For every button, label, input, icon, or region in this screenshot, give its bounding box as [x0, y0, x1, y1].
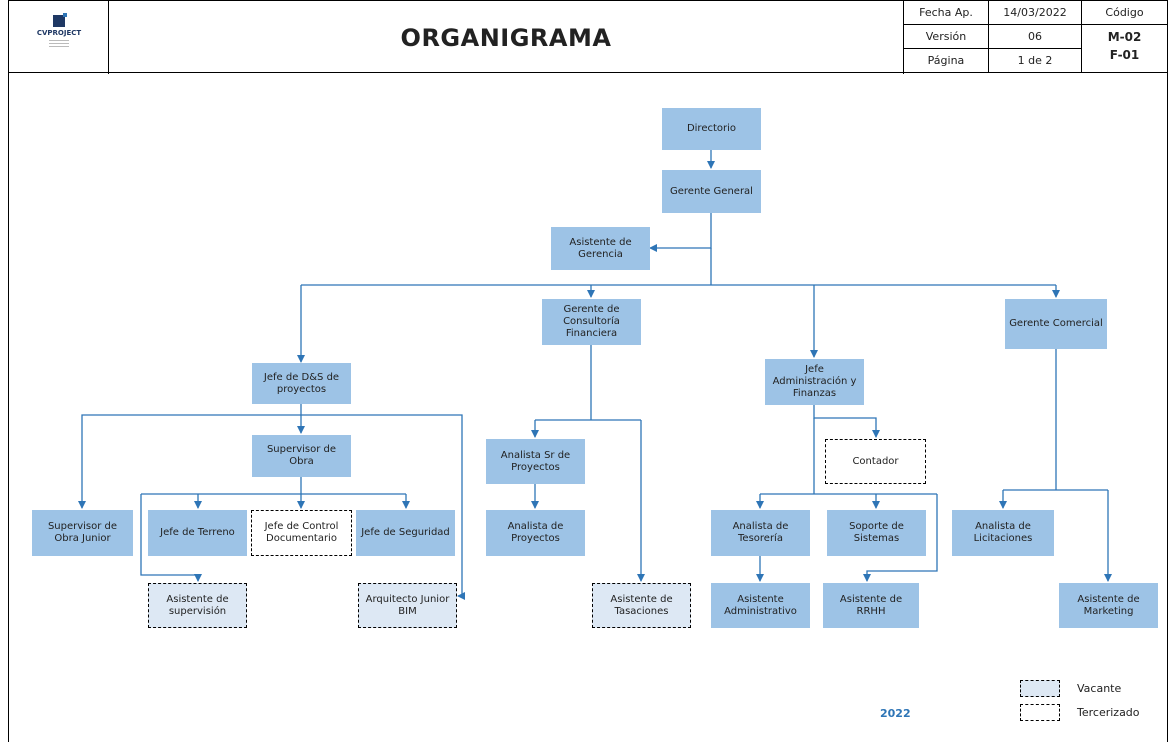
node-arquitecto-bim: Arquitecto Junior BIM [358, 583, 457, 628]
node-jefe-admin: Jefe Administración y Finanzas [765, 359, 864, 405]
fecha-value: 14/03/2022 [989, 1, 1082, 25]
page-title: ORGANIGRAMA [400, 23, 612, 52]
year-label: 2022 [880, 707, 911, 720]
node-jefe-ds: Jefe de D&S de proyectos [252, 363, 351, 404]
title-cell: ORGANIGRAMA [109, 1, 904, 74]
pagina-label: Página [904, 49, 989, 72]
legend-tercerizado-swatch [1020, 704, 1060, 721]
node-supervisor-obra: Supervisor de Obra [252, 435, 351, 477]
node-gerente-comercial: Gerente Comercial [1005, 299, 1107, 349]
node-gerente-general: Gerente General [662, 170, 761, 213]
pagina-value: 1 de 2 [989, 49, 1082, 72]
version-label: Versión [904, 25, 989, 49]
node-contador: Contador [825, 439, 926, 484]
legend-tercerizado-label: Tercerizado [1077, 706, 1140, 719]
logo-text: CVPROJECT [36, 29, 82, 37]
logo-tagline-icon [49, 40, 69, 48]
node-directorio: Directorio [662, 108, 761, 150]
node-soporte-sistemas: Soporte de Sistemas [827, 510, 926, 556]
legend-vacante-swatch [1020, 680, 1060, 697]
codigo-2: F-01 [1109, 48, 1140, 62]
node-asistente-marketing: Asistente de Marketing [1059, 583, 1158, 628]
codigo-label: Código [1082, 1, 1167, 25]
node-asistente-supervision: Asistente de supervisión [148, 583, 247, 628]
version-value: 06 [989, 25, 1082, 49]
node-analista-sr: Analista Sr de Proyectos [486, 439, 585, 484]
node-analista-licitaciones: Analista de Licitaciones [952, 510, 1054, 556]
codigo-1: M-02 [1107, 30, 1142, 44]
node-jefe-control: Jefe de Control Documentario [251, 510, 352, 556]
node-asistente-gerencia: Asistente de Gerencia [551, 227, 650, 270]
node-asistente-tasaciones: Asistente de Tasaciones [592, 583, 691, 628]
node-analista-proyectos: Analista de Proyectos [486, 510, 585, 556]
logo-mark-icon [53, 15, 65, 27]
logo-cell: CVPROJECT [9, 1, 109, 74]
document-header: CVPROJECT ORGANIGRAMA Fecha Ap. 14/03/20… [8, 0, 1168, 74]
node-analista-tesoreria: Analista de Tesorería [711, 510, 810, 556]
logo-mark-accent-icon [63, 13, 67, 17]
page-frame [8, 0, 1168, 742]
legend-vacante-label: Vacante [1077, 682, 1122, 695]
logo: CVPROJECT [29, 13, 89, 61]
node-gerente-consultoria: Gerente de Consultoría Financiera [542, 299, 641, 345]
node-asistente-administrativo: Asistente Administrativo [711, 583, 810, 628]
fecha-label: Fecha Ap. [904, 1, 989, 25]
node-jefe-seguridad: Jefe de Seguridad [356, 510, 455, 556]
node-asistente-rrhh: Asistente de RRHH [823, 583, 919, 628]
node-jefe-terreno: Jefe de Terreno [148, 510, 247, 556]
node-supervisor-junior: Supervisor de Obra Junior [32, 510, 133, 556]
